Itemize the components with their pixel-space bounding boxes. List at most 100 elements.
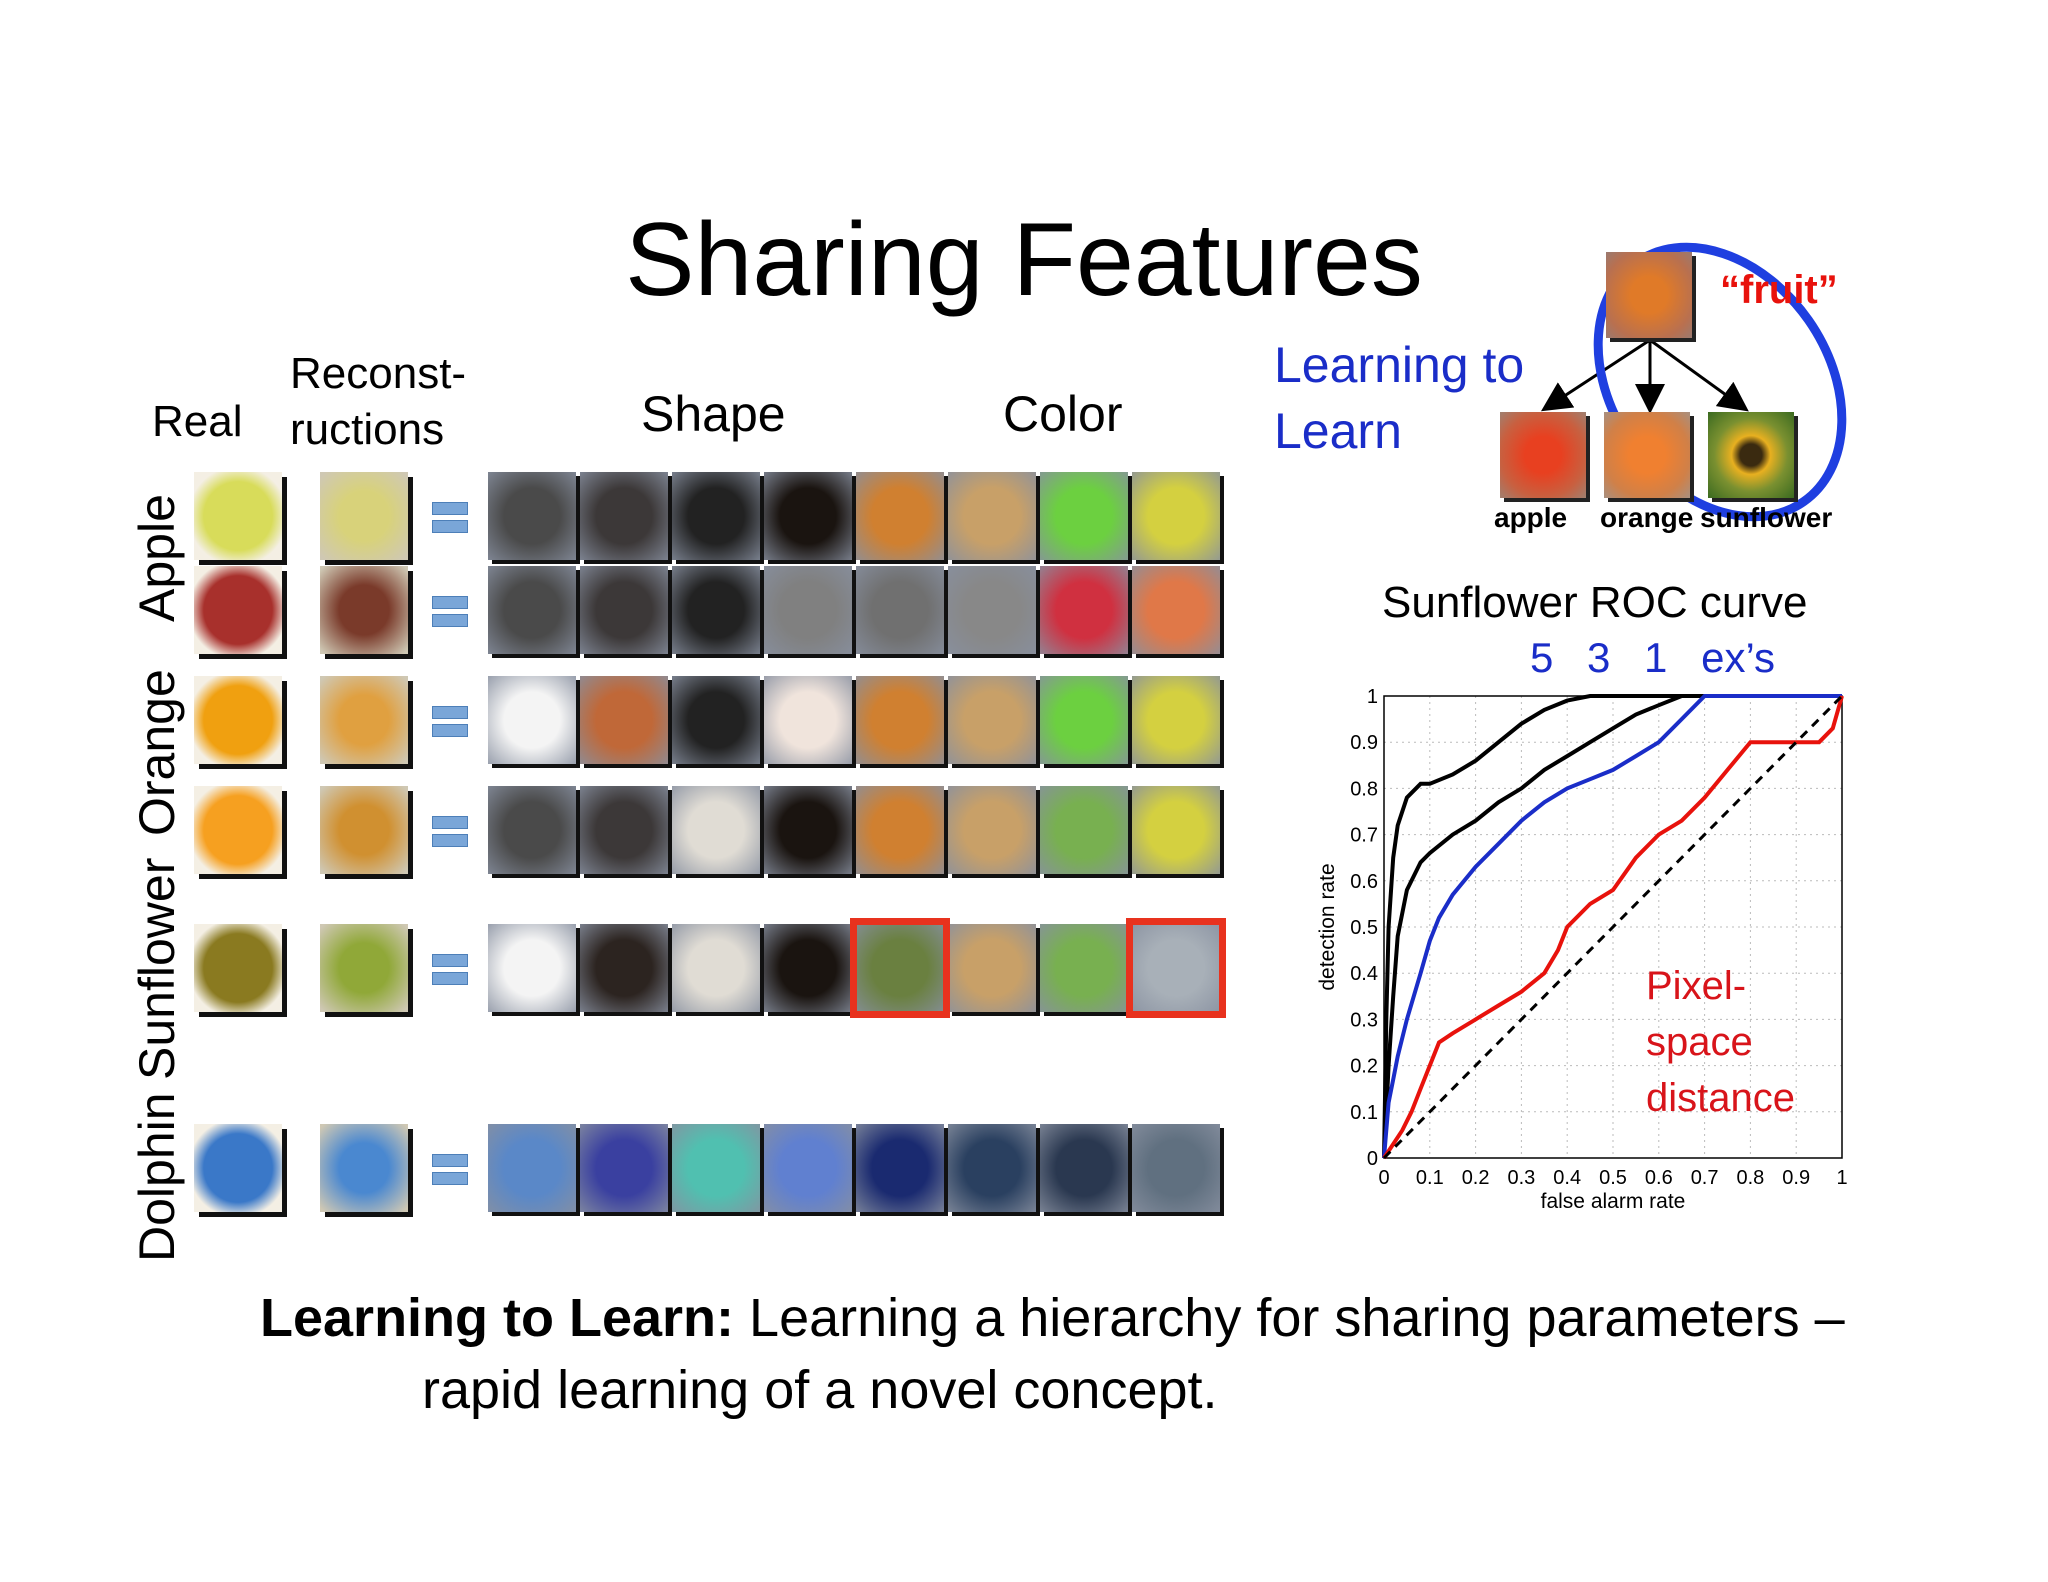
feature-sunflower-8 <box>1132 924 1220 1012</box>
feature-apple-2-8 <box>1132 566 1220 654</box>
highlight-box-2 <box>1126 918 1226 1018</box>
feature-apple-2-4 <box>764 566 852 654</box>
column-header-shape: Shape <box>641 386 786 442</box>
equals-icon <box>432 704 468 740</box>
equals-icon <box>432 952 468 988</box>
reconstruction-orange-1 <box>320 676 408 764</box>
pixel-space-annotation: Pixel- space distance <box>1646 958 1795 1126</box>
tree-edge-sunflower <box>1649 338 1749 412</box>
equals-icon <box>432 1152 468 1188</box>
real-image-orange-2 <box>194 786 282 874</box>
sunflower-node-label: sunflower <box>1700 502 1833 533</box>
feature-orange-1-3 <box>672 676 760 764</box>
feature-dolphin-8 <box>1132 1124 1220 1212</box>
feature-orange-2-1 <box>488 786 576 874</box>
feature-apple-2-3 <box>672 566 760 654</box>
feature-apple-1-5 <box>856 472 944 560</box>
real-image-sunflower <box>194 924 282 1012</box>
feature-dolphin-5 <box>856 1124 944 1212</box>
feature-sunflower-1 <box>488 924 576 1012</box>
feature-apple-1-2 <box>580 472 668 560</box>
feature-apple-2-5 <box>856 566 944 654</box>
y-axis-label: detection rate <box>1316 863 1339 990</box>
feature-dolphin-2 <box>580 1124 668 1212</box>
x-tick-label: 0.4 <box>1553 1167 1581 1189</box>
feature-sunflower-2 <box>580 924 668 1012</box>
feature-dolphin-3 <box>672 1124 760 1212</box>
feature-dolphin-6 <box>948 1124 1036 1212</box>
column-header-real: Real <box>152 397 243 446</box>
bottom-caption-rest: Learning a hierarchy for sharing paramet… <box>734 1288 1845 1348</box>
x-tick-label: 0.6 <box>1645 1167 1673 1189</box>
feature-dolphin-1 <box>488 1124 576 1212</box>
y-tick-label: 0.8 <box>1350 778 1378 800</box>
feature-apple-1-4 <box>764 472 852 560</box>
y-tick-label: 0.4 <box>1350 963 1378 985</box>
feature-sunflower-3 <box>672 924 760 1012</box>
y-tick-label: 0.6 <box>1350 871 1378 893</box>
roc-series-3 <box>1382 694 1842 1159</box>
reconstruction-apple-1 <box>320 472 408 560</box>
feature-sunflower-5 <box>856 924 944 1012</box>
fruit-parent-node <box>1606 252 1692 338</box>
equals-icon <box>432 500 468 536</box>
real-image-dolphin <box>194 1124 282 1212</box>
feature-apple-1-7 <box>1040 472 1128 560</box>
feature-apple-1-3 <box>672 472 760 560</box>
feature-orange-2-6 <box>948 786 1036 874</box>
feature-sunflower-6 <box>948 924 1036 1012</box>
x-tick-label: 0.1 <box>1416 1167 1444 1189</box>
feature-orange-2-4 <box>764 786 852 874</box>
roc-series-1 <box>1382 694 1842 1159</box>
pixel-space-line3: distance <box>1646 1076 1795 1120</box>
pixel-space-line1: Pixel- <box>1646 964 1747 1008</box>
orange-node-label: orange <box>1600 502 1694 533</box>
roc-subtitle: 5 3 1 ex’s <box>1530 634 1776 681</box>
equals-icon <box>432 594 468 630</box>
real-image-apple-2 <box>194 566 282 654</box>
orange-node <box>1604 412 1690 498</box>
feature-apple-1-1 <box>488 472 576 560</box>
real-image-orange-1 <box>194 676 282 764</box>
equals-icon <box>432 814 468 850</box>
bottom-caption-bold: Learning to Learn: <box>260 1288 735 1348</box>
feature-orange-1-6 <box>948 676 1036 764</box>
feature-sunflower-4 <box>764 924 852 1012</box>
feature-orange-1-5 <box>856 676 944 764</box>
feature-orange-2-5 <box>856 786 944 874</box>
feature-dolphin-4 <box>764 1124 852 1212</box>
feature-sunflower-7 <box>1040 924 1128 1012</box>
feature-orange-1-7 <box>1040 676 1128 764</box>
x-axis-label: false alarm rate <box>1541 1190 1686 1213</box>
column-header-reconstructions-line2: ructions <box>290 405 445 454</box>
x-tick-label: 0 <box>1378 1167 1389 1189</box>
sunflower-node <box>1708 412 1794 498</box>
feature-orange-2-7 <box>1040 786 1128 874</box>
feature-apple-2-6 <box>948 566 1036 654</box>
feature-apple-1-8 <box>1132 472 1220 560</box>
feature-apple-1-6 <box>948 472 1036 560</box>
roc-title: Sunflower ROC curve <box>1382 578 1808 627</box>
y-tick-label: 0.5 <box>1350 917 1378 939</box>
column-header-reconstructions-line1: Reconst- <box>290 349 467 398</box>
column-header-color: Color <box>1003 386 1123 442</box>
real-image-apple-1 <box>194 472 282 560</box>
feature-apple-2-2 <box>580 566 668 654</box>
feature-dolphin-7 <box>1040 1124 1128 1212</box>
feature-orange-2-8 <box>1132 786 1220 874</box>
x-tick-label: 0.8 <box>1736 1167 1764 1189</box>
y-tick-label: 0 <box>1367 1148 1378 1170</box>
roc-series-2 <box>1382 694 1842 1159</box>
feature-orange-1-2 <box>580 676 668 764</box>
roc-series-5 <box>1382 694 1844 1160</box>
y-tick-label: 0.3 <box>1350 1009 1378 1031</box>
reconstruction-sunflower <box>320 924 408 1012</box>
pixel-space-line2: space <box>1646 1020 1753 1064</box>
apple-node-label: apple <box>1494 502 1568 533</box>
fruit-label: “fruit” <box>1720 268 1838 312</box>
x-tick-label: 0.3 <box>1507 1167 1535 1189</box>
feature-apple-2-1 <box>488 566 576 654</box>
highlight-box-1 <box>850 918 950 1018</box>
learning-to-learn-line1: Learning to <box>1274 337 1525 393</box>
